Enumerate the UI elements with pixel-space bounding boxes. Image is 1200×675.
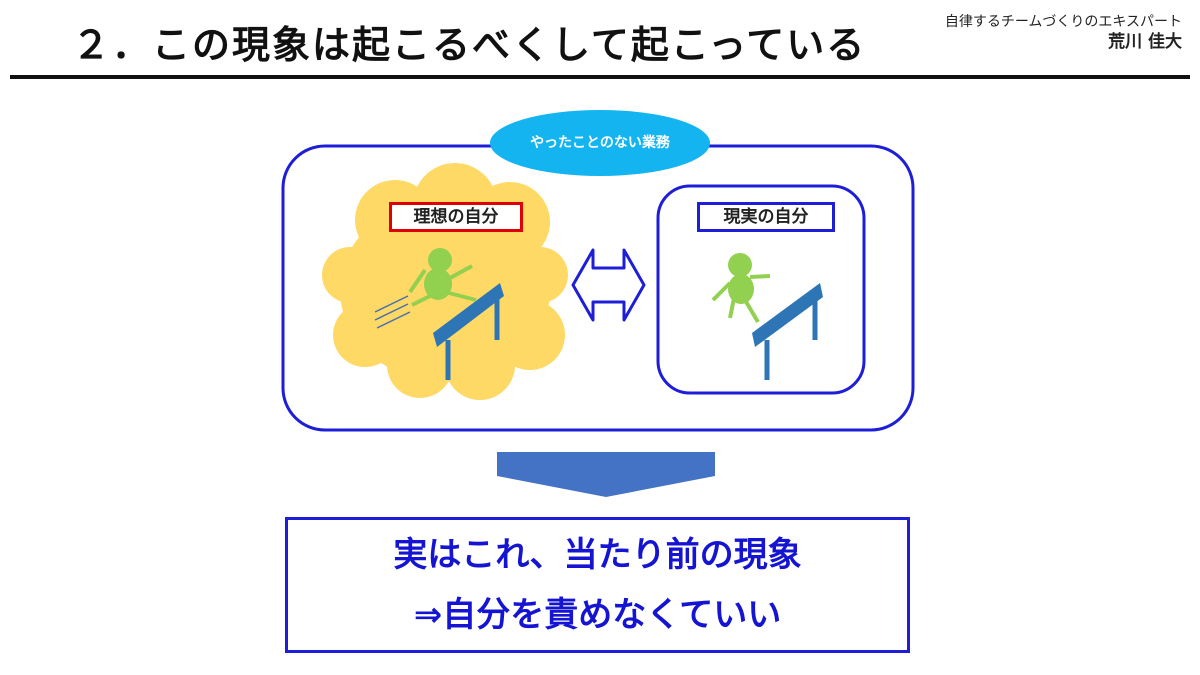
real-frame — [656, 184, 866, 395]
real-hurdle — [752, 283, 823, 380]
ideal-hurdle — [433, 283, 504, 380]
ideal-self-label: 理想の自分 — [389, 202, 523, 232]
speed-lines — [374, 295, 411, 329]
slide-title: ２．この現象は起こるべくして起こっている — [72, 23, 867, 67]
conclusion-line-1: 実はこれ、当たり前の現象 — [393, 535, 802, 575]
down-arrow — [497, 452, 715, 497]
task-bubble-label: やったことのない業務 — [530, 135, 670, 151]
conclusion-line-2: ⇒自分を責めなくていい — [413, 595, 782, 635]
author-name: 荒川 佳大 — [1108, 32, 1182, 52]
author-tagline: 自律するチームづくりのエキスパート — [944, 14, 1182, 30]
compare-arrow — [571, 248, 646, 322]
title-underline — [10, 75, 1190, 79]
real-self-label: 現実の自分 — [697, 202, 835, 232]
conclusion-box: 実はこれ、当たり前の現象 ⇒自分を責めなくていい — [285, 517, 910, 653]
ideal-figure — [408, 248, 477, 307]
task-bubble — [490, 110, 710, 176]
author-tag: 自律するチームづくりのエキスパート 荒川 佳大 — [945, 12, 1182, 52]
real-figure — [711, 253, 771, 324]
